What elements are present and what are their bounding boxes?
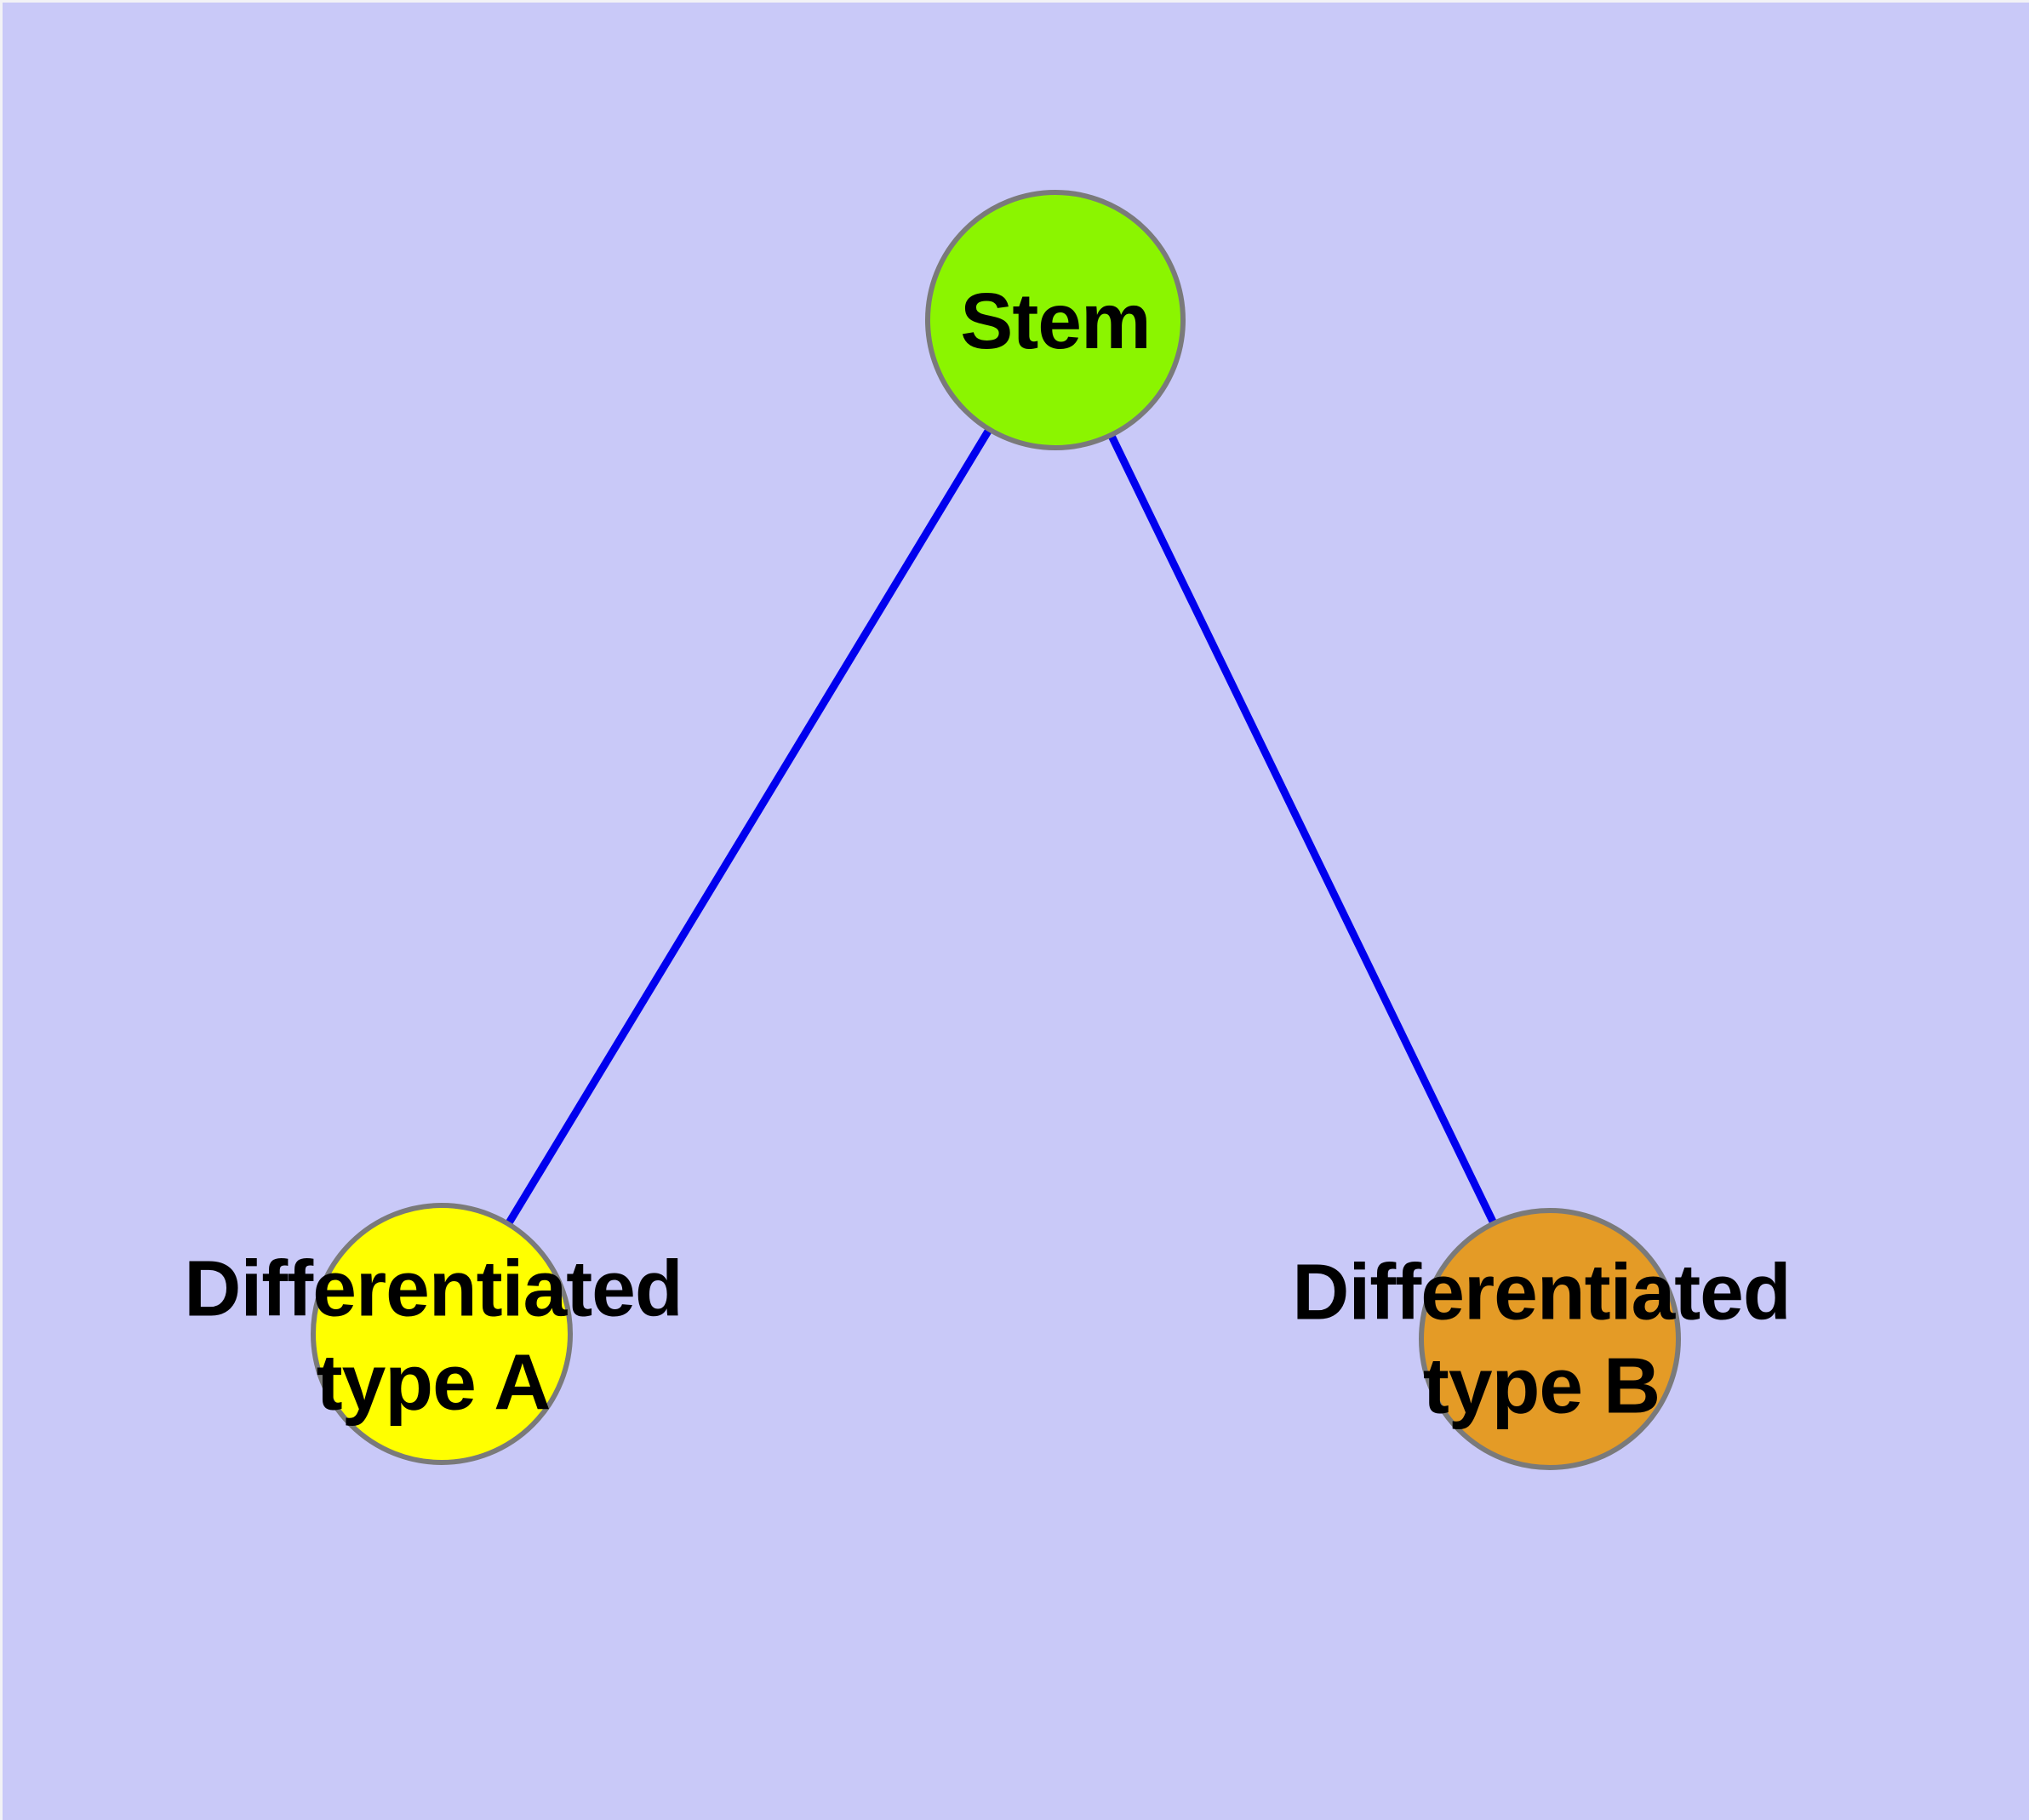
node-stem-circle bbox=[925, 190, 1186, 450]
edge-stem-to-type-b bbox=[1051, 318, 1554, 1341]
edge-stem-to-type-a bbox=[438, 318, 1059, 1336]
node-type-b-circle bbox=[1419, 1208, 1681, 1470]
cell-lineage-graph bbox=[311, 190, 1681, 1470]
node-type-a-circle bbox=[311, 1203, 573, 1465]
